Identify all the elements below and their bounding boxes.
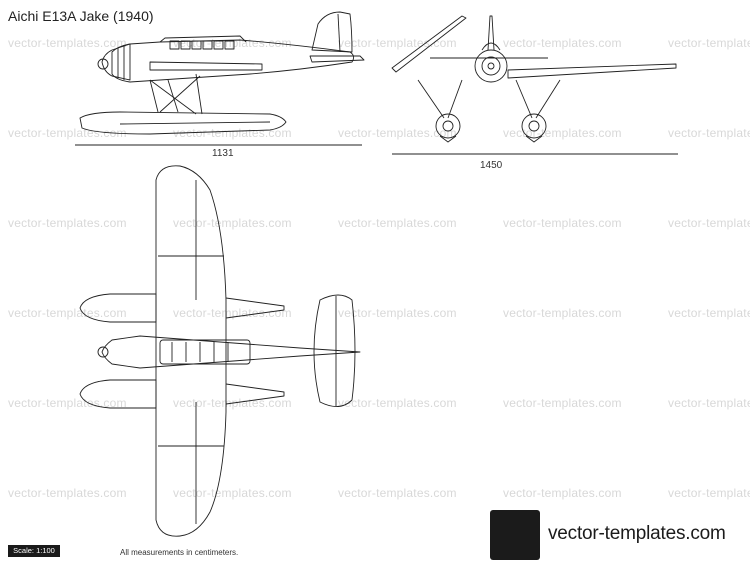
watermark-text: vector-templates.com: [503, 216, 622, 230]
watermark-text: vector-templates.com: [8, 486, 127, 500]
scale-badge: Scale: 1:100: [8, 545, 60, 557]
watermark-text: vector-templates.com: [8, 36, 127, 50]
watermark-text: vector-templates.com: [173, 306, 292, 320]
watermark-text: vector-templates.com: [173, 216, 292, 230]
watermark-text: vector-templates.com: [338, 216, 457, 230]
brand-logo: [490, 510, 540, 560]
watermark-text: vector-templates.com: [338, 36, 457, 50]
watermark-text: vector-templates.com: [668, 486, 750, 500]
watermark-text: vector-templates.com: [668, 396, 750, 410]
front-view: [391, 15, 678, 155]
watermark-text: vector-templates.com: [173, 486, 292, 500]
watermark-text: vector-templates.com: [8, 396, 127, 410]
watermark-text: vector-templates.com: [503, 486, 622, 500]
page-title: Aichi E13A Jake (1940): [8, 8, 154, 24]
watermark-text: vector-templates.com: [338, 306, 457, 320]
watermark-text: vector-templates.com: [338, 126, 457, 140]
watermark-text: vector-templates.com: [8, 306, 127, 320]
watermark-text: vector-templates.com: [503, 306, 622, 320]
measurement-note: All measurements in centimeters.: [120, 548, 239, 557]
watermark-text: vector-templates.com: [8, 126, 127, 140]
watermark-text: vector-templates.com: [668, 306, 750, 320]
side-view: [75, 11, 365, 146]
length-dimension: 1131: [212, 148, 234, 159]
span-dimension: 1450: [480, 160, 503, 171]
watermark-text: vector-templates.com: [668, 126, 750, 140]
watermark-text: vector-templates.com: [173, 126, 292, 140]
watermark-text: vector-templates.com: [503, 36, 622, 50]
watermark-text: vector-templates.com: [338, 396, 457, 410]
brand-site: vector-templates.com: [548, 523, 726, 544]
watermark-text: vector-templates.com: [503, 396, 622, 410]
top-view: [79, 165, 361, 537]
watermark-text: vector-templates.com: [668, 36, 750, 50]
watermark-text: vector-templates.com: [503, 126, 622, 140]
watermark-text: vector-templates.com: [338, 486, 457, 500]
watermark-text: vector-templates.com: [668, 216, 750, 230]
watermark-text: vector-templates.com: [8, 216, 127, 230]
